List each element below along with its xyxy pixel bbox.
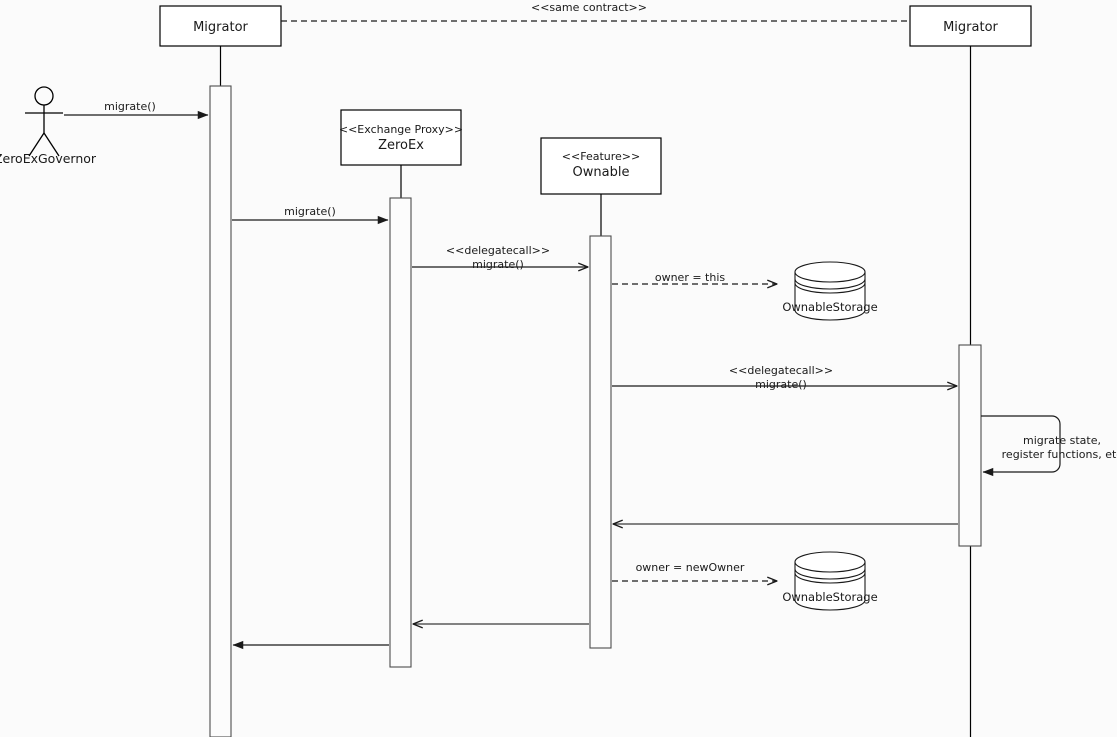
datastore-body-top-icon bbox=[794, 272, 866, 321]
participant-migrator-left[interactable]: Migrator bbox=[159, 5, 282, 47]
participant-stereotype-zeroex: <<Exchange Proxy>> bbox=[339, 123, 463, 136]
activation-ownable bbox=[589, 235, 612, 649]
participant-label-ownable: Ownable bbox=[573, 165, 630, 180]
message-label-m2: migrate() bbox=[284, 205, 336, 218]
datastore-label-bottom: OwnableStorage bbox=[782, 590, 877, 604]
message-stereotype-m5: <<delegatecall>> bbox=[729, 364, 833, 377]
participant-zeroex[interactable]: <<Exchange Proxy>> ZeroEx bbox=[339, 109, 463, 166]
participant-stereotype-ownable: <<Feature>> bbox=[562, 150, 640, 163]
message-arrow-m6-selfcall bbox=[981, 415, 1061, 477]
activation-migrator-right bbox=[958, 344, 982, 547]
participant-label-migrator-left: Migrator bbox=[193, 20, 248, 35]
actor-label-zeroexgovernor: ZeroExGovernor bbox=[0, 151, 97, 166]
participant-label-zeroex: ZeroEx bbox=[378, 138, 424, 153]
message-label-m3: migrate() bbox=[472, 258, 524, 271]
message-label-m6-line1: migrate state, bbox=[1023, 434, 1101, 447]
participant-box-ownable[interactable] bbox=[540, 137, 662, 195]
message-stereotype-m3: <<delegatecall>> bbox=[446, 244, 550, 257]
participant-box-zeroex[interactable] bbox=[340, 109, 462, 166]
message-label-m8: owner = newOwner bbox=[636, 561, 745, 574]
datastore-top-ellipse-bottom-icon bbox=[794, 551, 866, 573]
actor-right-leg-icon bbox=[43, 132, 60, 157]
datastore-body-bottom-icon bbox=[794, 562, 866, 611]
datastore-rim-line-1-bottom-icon bbox=[794, 568, 866, 580]
message-label-m4: owner = this bbox=[655, 271, 726, 284]
link-label-same-contract: <<same contract>> bbox=[531, 1, 647, 14]
datastore-label-top: OwnableStorage bbox=[782, 300, 877, 314]
activation-zeroex bbox=[389, 197, 412, 668]
participant-box-migrator-left[interactable] bbox=[159, 5, 282, 47]
message-label-m6-line2: register functions, etc bbox=[1002, 448, 1117, 461]
datastore-rim-line-1-top-icon bbox=[794, 278, 866, 290]
message-label-m5: migrate() bbox=[755, 378, 807, 391]
actor-left-leg-icon bbox=[28, 132, 45, 157]
participant-ownable[interactable]: <<Feature>> Ownable bbox=[540, 137, 662, 195]
actor-head-icon bbox=[34, 86, 54, 106]
activation-migrator-left bbox=[209, 85, 232, 737]
datastore-rim-line-2-bottom-icon bbox=[794, 572, 866, 584]
message-label-m1: migrate() bbox=[104, 100, 156, 113]
datastore-top-ellipse-top-icon bbox=[794, 261, 866, 283]
datastore-ownablestorage-top[interactable]: OwnableStorage bbox=[782, 261, 878, 321]
participant-label-migrator-right: Migrator bbox=[943, 20, 998, 35]
actor-zeroexgovernor[interactable]: ZeroExGovernor bbox=[0, 86, 97, 166]
datastore-ownablestorage-bottom[interactable]: OwnableStorage bbox=[782, 551, 878, 611]
datastore-rim-line-2-top-icon bbox=[794, 282, 866, 294]
participant-migrator-right[interactable]: Migrator bbox=[909, 5, 1032, 47]
